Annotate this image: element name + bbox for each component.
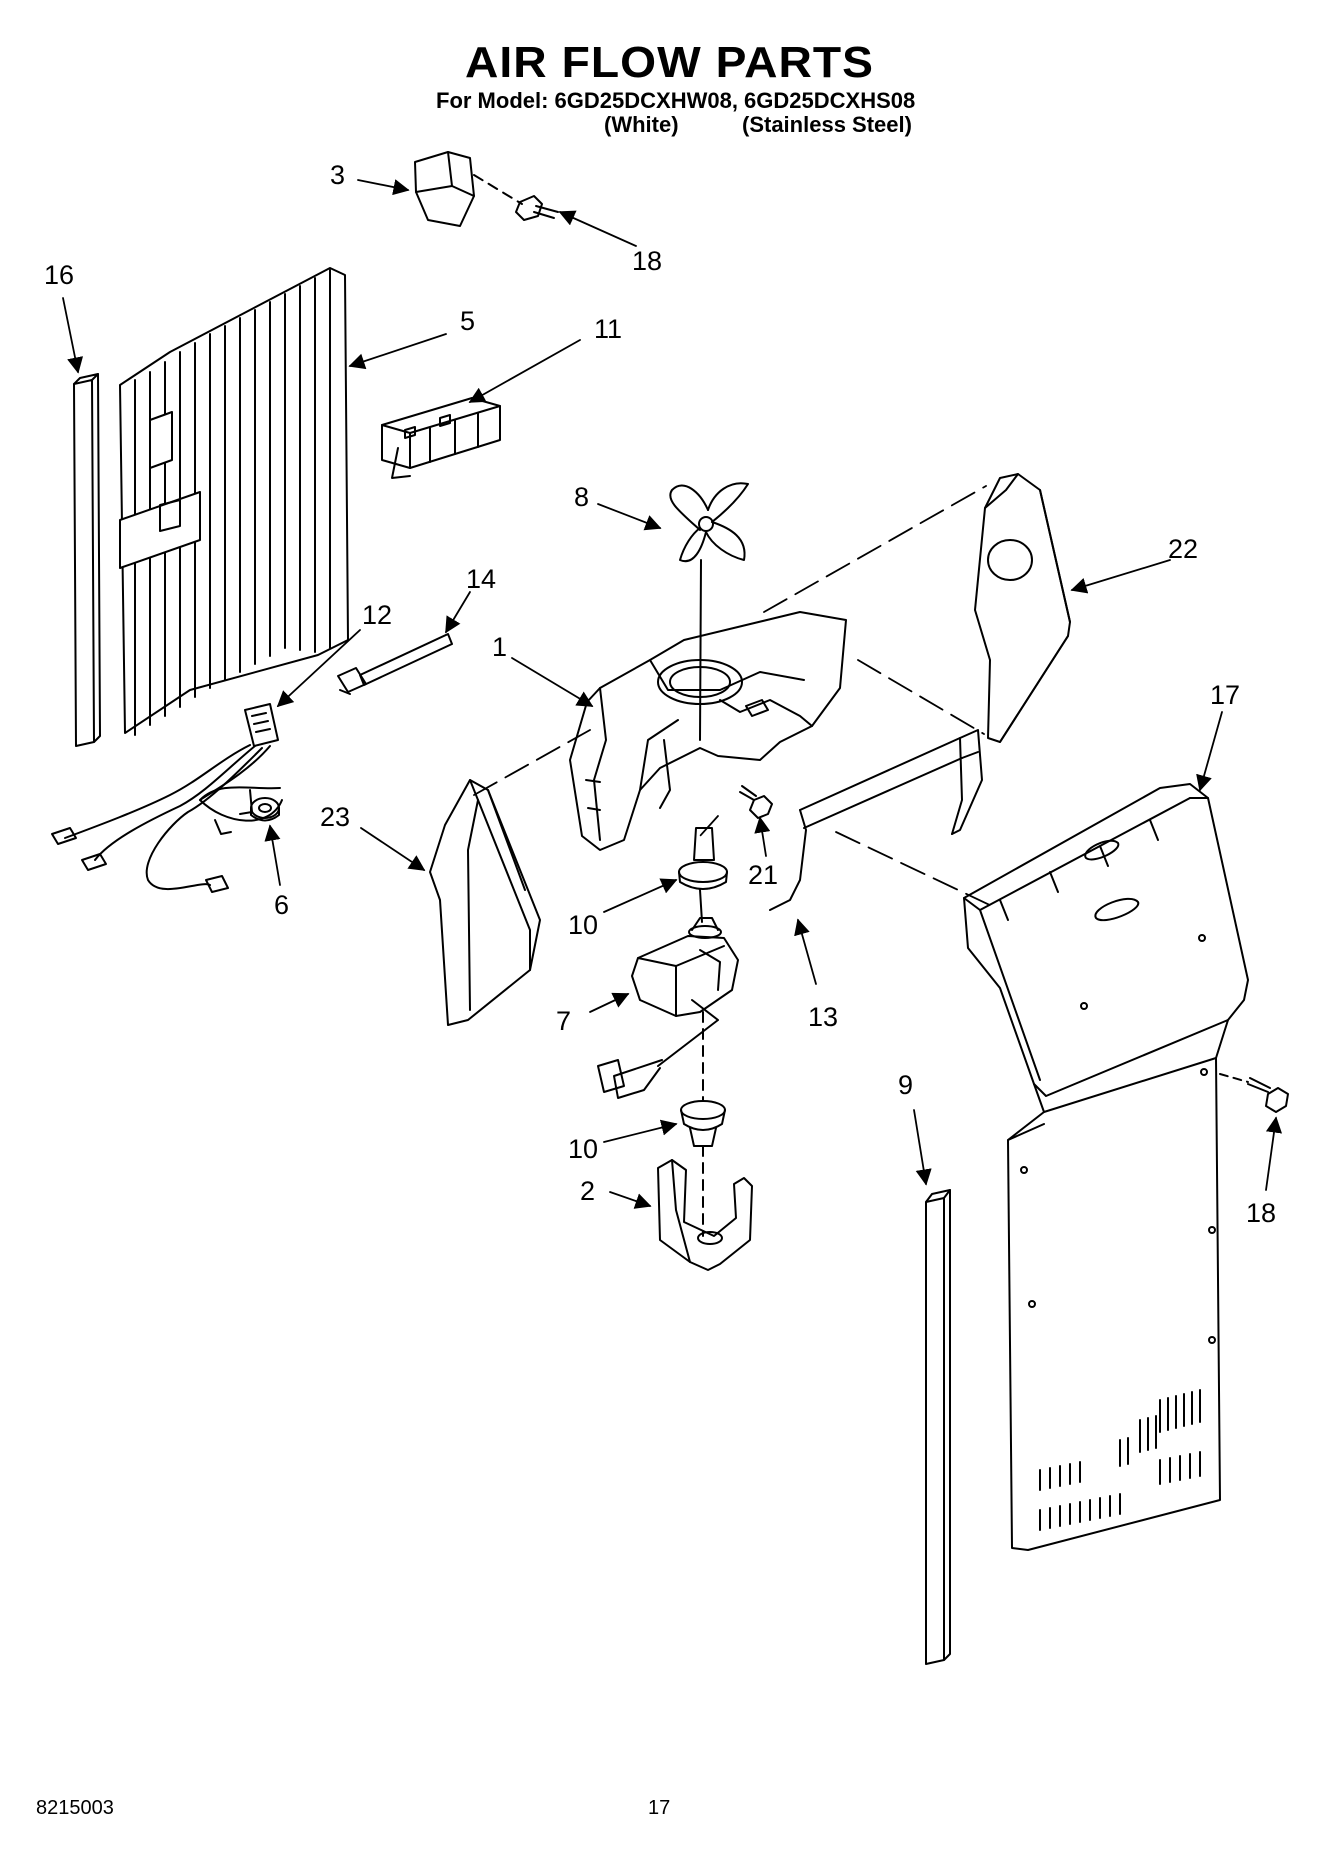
callout-16: 16 — [44, 260, 74, 290]
part-3-cap — [414, 151, 475, 227]
part-5-evaporator-cover — [119, 267, 349, 736]
assembly-guide-lines — [473, 485, 997, 909]
part-2-motor-bracket — [657, 1159, 753, 1271]
callout-6: 6 — [274, 890, 289, 920]
part-13-baffle — [769, 729, 983, 911]
part-9-gasket-strip — [925, 1189, 951, 1665]
part-18-screw-right — [1247, 1077, 1289, 1113]
callout-17: 17 — [1210, 680, 1240, 710]
part-7-fan-motor — [597, 917, 739, 1099]
page-number: 17 — [648, 1797, 671, 1819]
part-8-fan-blade — [669, 482, 749, 563]
part-6-grommet — [250, 797, 280, 822]
callout-22: 22 — [1168, 534, 1198, 564]
part-1-fan-shroud — [569, 611, 847, 851]
part-18-screw-top — [515, 195, 559, 221]
part-14-cable-tie — [337, 633, 453, 695]
part-10-motor-mount-lower — [680, 1100, 726, 1147]
callout-leaders — [62, 179, 1283, 1209]
callout-2: 2 — [580, 1176, 595, 1206]
callout-14: 14 — [466, 564, 496, 594]
callout-7: 7 — [556, 1006, 571, 1036]
part-17-rear-panel — [963, 783, 1249, 1551]
callout-10-lower: 10 — [568, 1134, 598, 1164]
callout-21: 21 — [748, 860, 778, 890]
model-numbers: For Model: 6GD25DCXHW08, 6GD25DCXHS08 — [436, 88, 916, 113]
callout-1: 1 — [492, 632, 507, 662]
part-12-wire-harness — [51, 703, 283, 893]
part-22-side-panel — [974, 473, 1071, 743]
part-16-gasket-strip — [73, 373, 101, 747]
callout-12: 12 — [362, 600, 392, 630]
part-21-screw — [739, 785, 773, 819]
part-23-duct-cover — [429, 779, 541, 1026]
callout-3: 3 — [330, 160, 345, 190]
part-10-motor-mount-upper — [678, 827, 728, 923]
callout-13: 13 — [808, 1002, 838, 1032]
variant-stainless-label: (Stainless Steel) — [742, 112, 912, 137]
callout-numbers: 3 18 16 5 11 8 22 14 12 1 17 23 6 21 10 … — [44, 160, 1276, 1228]
callout-18-right: 18 — [1246, 1198, 1276, 1228]
callout-5: 5 — [460, 306, 475, 336]
variant-white-label: (White) — [604, 112, 679, 137]
callout-11: 11 — [594, 314, 622, 344]
document-number: 8215003 — [36, 1797, 114, 1819]
callout-18-top: 18 — [632, 246, 662, 276]
callout-8: 8 — [574, 482, 589, 512]
diagram-title: AIR FLOW PARTS — [464, 38, 875, 87]
callout-23: 23 — [320, 802, 350, 832]
part-11-bracket — [381, 397, 501, 479]
callout-9: 9 — [898, 1070, 913, 1100]
callout-10-upper: 10 — [568, 910, 598, 940]
